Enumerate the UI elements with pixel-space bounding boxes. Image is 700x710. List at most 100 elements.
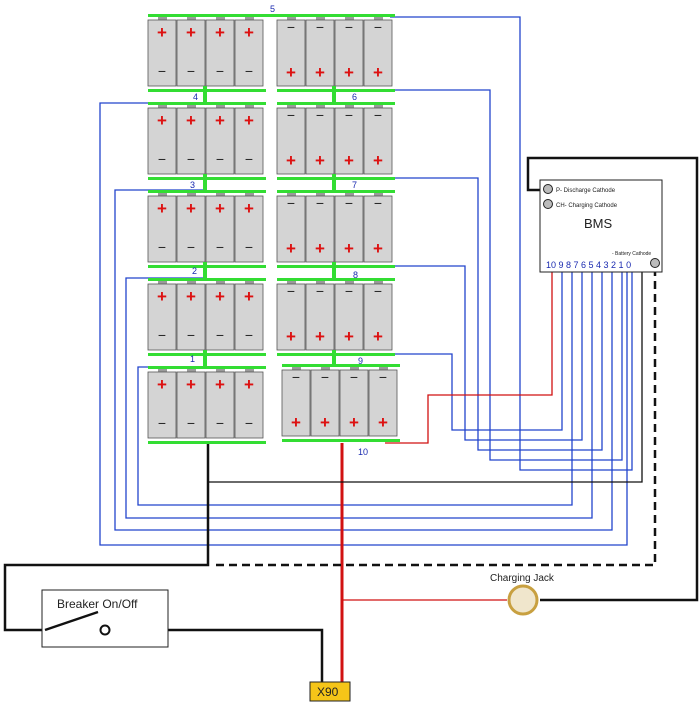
minus-symbol: − — [374, 195, 382, 211]
plus-symbol: + — [186, 111, 196, 130]
cell-terminal — [245, 280, 254, 285]
minus-symbol: − — [374, 19, 382, 35]
cell-terminal — [216, 368, 225, 373]
battery-cell — [234, 19, 264, 87]
cell-group-4: +−+−+−+− — [147, 102, 266, 180]
battery-cell — [305, 107, 335, 175]
battery-cell — [276, 283, 306, 351]
minus-symbol: − — [187, 415, 195, 431]
battery-cell — [176, 195, 206, 263]
battery-cell — [334, 19, 364, 87]
plus-symbol: + — [286, 151, 296, 170]
minus-symbol: − — [316, 19, 324, 35]
breaker-to-x90-wire — [110, 628, 324, 682]
plus-symbol: + — [286, 327, 296, 346]
battery-cell — [363, 195, 393, 263]
cell-terminal — [158, 104, 167, 109]
series-label-6: 6 — [352, 92, 357, 102]
series-label-9: 9 — [358, 356, 363, 366]
cell-terminal — [316, 16, 325, 21]
plus-symbol: + — [157, 111, 167, 130]
cell-terminal — [158, 368, 167, 373]
battery-cell — [310, 369, 340, 437]
sense-wire-8 — [390, 264, 583, 441]
cell-terminal — [316, 192, 325, 197]
battery-cell — [305, 195, 335, 263]
cell-terminal — [287, 16, 296, 21]
plus-symbol: + — [215, 23, 225, 42]
bms-terminal-numbers: 10 9 8 7 6 5 4 3 2 1 0 — [546, 260, 631, 270]
minus-symbol: − — [216, 239, 224, 255]
minus-symbol: − — [287, 19, 295, 35]
plus-symbol: + — [315, 327, 325, 346]
cell-group-3: +−+−+−+− — [147, 190, 266, 268]
cell-terminal — [374, 280, 383, 285]
plus-symbol: + — [157, 199, 167, 218]
battery-cells: +−+−+−+−+−+−+−+−+−+−+−+−+−+−+−+−+−+−+−+−… — [147, 14, 400, 444]
p-discharge-wire — [526, 156, 699, 602]
cell-terminal — [158, 16, 167, 21]
plus-symbol: + — [244, 199, 254, 218]
cell-terminal — [374, 104, 383, 109]
cell-group-10: +−+−+−+− — [281, 364, 400, 442]
plus-symbol: + — [157, 375, 167, 394]
negative-sense-wire-0 — [208, 264, 643, 483]
plus-symbol: + — [244, 23, 254, 42]
cell-terminal — [345, 104, 354, 109]
cell-group-7: +−+−+−+− — [276, 102, 395, 180]
series-link — [332, 262, 336, 278]
series-label-10: 10 — [358, 447, 368, 457]
cell-terminal — [292, 366, 301, 371]
cell-group-1: +−+−+−+− — [147, 366, 266, 444]
cell-terminal — [187, 16, 196, 21]
plus-symbol: + — [244, 375, 254, 394]
bms-module: P- Discharge Cathode CH- Charging Cathod… — [539, 179, 663, 273]
charging-jack: Charging Jack — [490, 573, 555, 616]
cell-terminal — [345, 192, 354, 197]
minus-symbol: − — [187, 239, 195, 255]
bms-title: BMS — [584, 216, 613, 231]
battery-cell — [176, 283, 206, 351]
bus-bar — [148, 441, 266, 444]
series-link — [332, 350, 336, 366]
battery-cell — [234, 107, 264, 175]
minus-symbol: − — [158, 151, 166, 167]
cell-terminal — [374, 192, 383, 197]
series-label-3: 3 — [190, 180, 195, 190]
minus-symbol: − — [379, 369, 387, 385]
battery-cell — [176, 371, 206, 439]
cell-terminal — [379, 366, 388, 371]
minus-symbol: − — [287, 107, 295, 123]
series-label-8: 8 — [353, 270, 358, 280]
bus-bar — [148, 366, 266, 369]
bus-bar — [148, 278, 266, 281]
battery-cell — [205, 19, 235, 87]
sense-wire-7 — [390, 177, 603, 451]
plus-symbol: + — [215, 199, 225, 218]
cell-terminal — [350, 366, 359, 371]
minus-symbol: − — [345, 107, 353, 123]
sense-wire-3 — [114, 189, 613, 531]
charging-jack-label: Charging Jack — [490, 573, 555, 584]
minus-symbol: − — [245, 239, 253, 255]
battery-cell — [276, 195, 306, 263]
breaker-box — [41, 589, 169, 648]
plus-symbol: + — [373, 327, 383, 346]
cell-terminal — [187, 192, 196, 197]
series-link — [203, 86, 207, 102]
x90-box — [309, 681, 351, 702]
breaker-switch-lever — [44, 610, 99, 632]
minus-symbol: − — [158, 239, 166, 255]
x90-connector: X90 — [309, 681, 351, 702]
ch-charging-terminal — [543, 199, 553, 209]
p-discharge-label: P- Discharge Cathode — [556, 188, 616, 194]
minus-symbol: − — [245, 415, 253, 431]
positive-wires — [340, 264, 553, 682]
cell-terminal — [216, 16, 225, 21]
minus-symbol: − — [321, 369, 329, 385]
cell-terminal — [374, 16, 383, 21]
minus-symbol: − — [216, 415, 224, 431]
